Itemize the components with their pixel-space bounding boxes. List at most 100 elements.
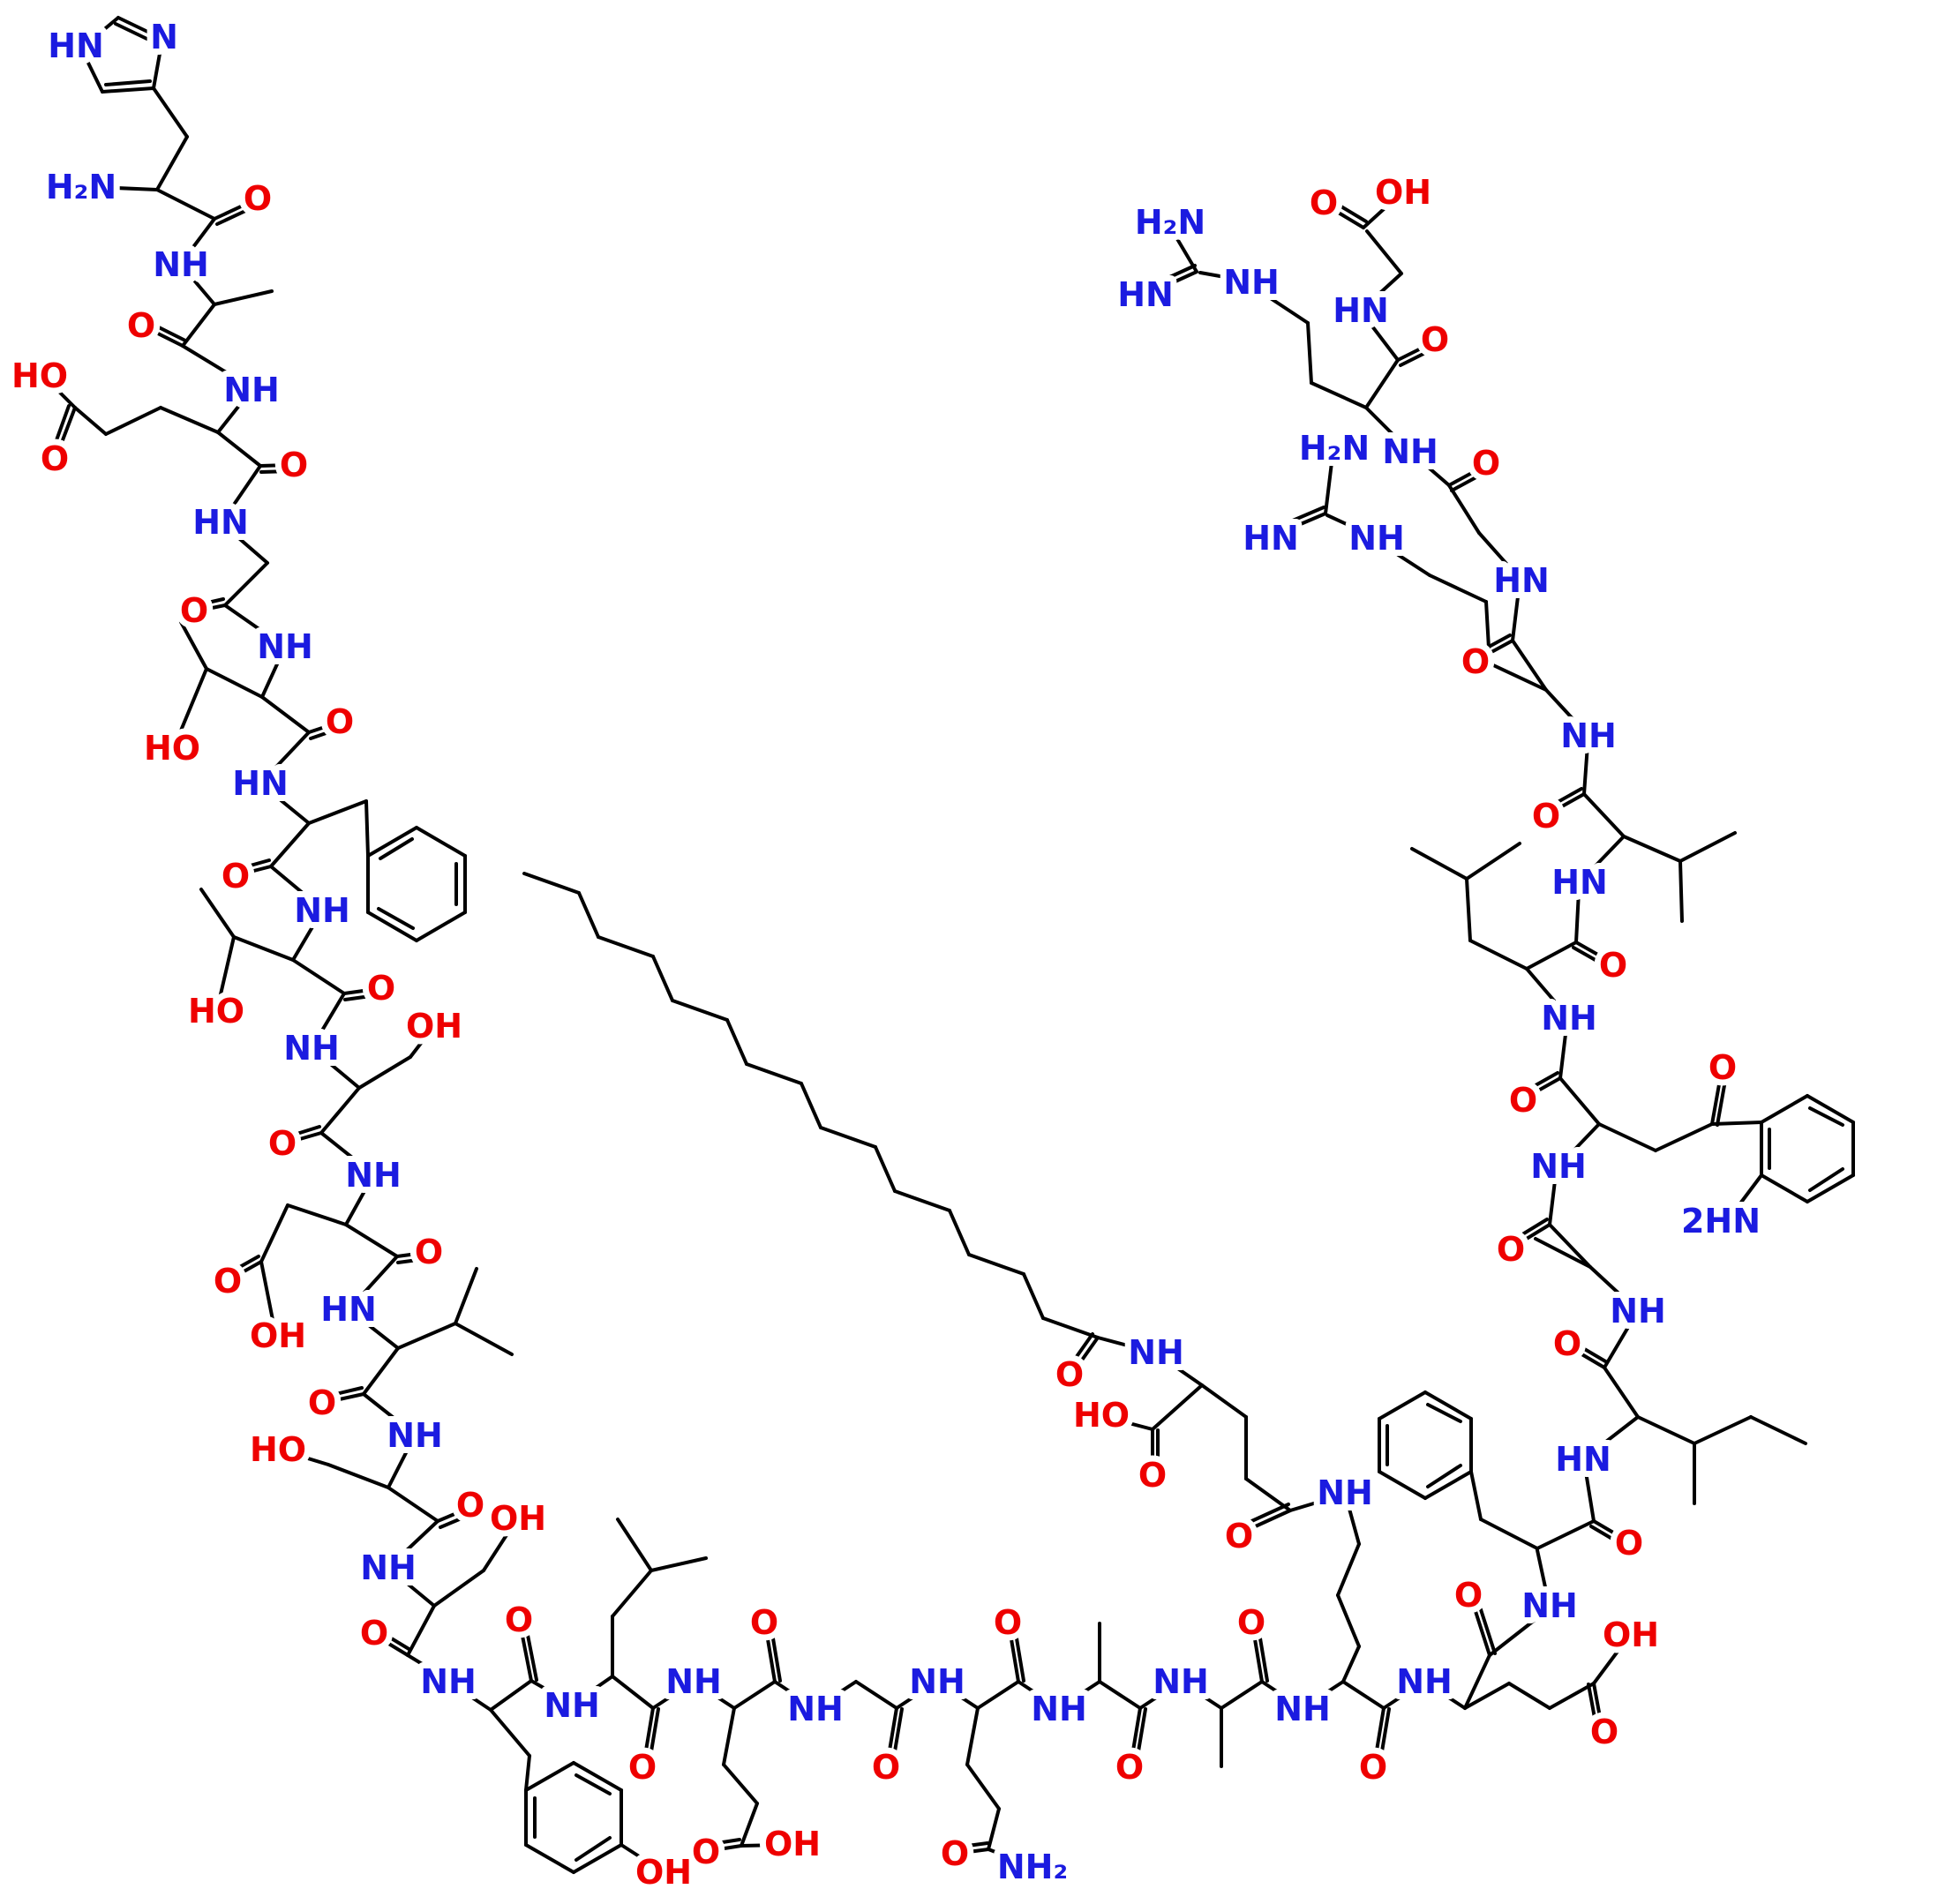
atom-label-nitrogen: NH	[223, 371, 280, 409]
atom-label-nitrogen: NH	[294, 891, 350, 930]
bond	[722, 1706, 736, 1766]
bond	[1678, 831, 1737, 863]
bond	[976, 1680, 1020, 1710]
bond	[291, 958, 346, 995]
bond	[1530, 1076, 1562, 1096]
bond	[1471, 1601, 1491, 1657]
bond	[1301, 1680, 1345, 1710]
atom-label-nitrogen: NH	[1274, 1690, 1331, 1728]
bond	[1710, 1073, 1723, 1126]
atom-label-nitrogen: NH	[360, 1548, 417, 1587]
atom-label-nitrogen: NH	[283, 1029, 340, 1068]
bond	[886, 1706, 898, 1763]
bond	[1536, 1519, 1596, 1550]
atom-label-oxygen: O	[456, 1486, 484, 1525]
bond	[1070, 1332, 1094, 1366]
bond	[223, 603, 282, 646]
bond	[344, 1173, 375, 1226]
atom-label-nitrogen: NH	[787, 1690, 844, 1728]
bond	[1557, 1122, 1601, 1168]
bond	[671, 999, 729, 1022]
bond	[1288, 1495, 1336, 1512]
atom-label-oxygen: OH	[1375, 173, 1431, 212]
bond	[1331, 207, 1365, 229]
atom-label-oxygen: O	[1532, 797, 1560, 836]
bond	[1096, 1336, 1149, 1353]
bond	[155, 188, 216, 221]
atom-label-nitrogen: NH	[153, 245, 209, 284]
bond	[489, 1708, 531, 1758]
bond	[223, 561, 269, 607]
bond	[216, 388, 253, 434]
bond	[219, 521, 269, 565]
atom-label-oxygen: O	[326, 702, 354, 741]
bond	[1592, 1640, 1626, 1685]
bond	[722, 1763, 759, 1805]
bond	[814, 1680, 858, 1710]
bond	[1597, 1122, 1657, 1152]
bond	[287, 1125, 321, 1138]
bond	[1636, 1415, 1696, 1445]
bond	[327, 1386, 364, 1398]
atom-label-nitrogen: HN	[232, 764, 289, 803]
bond	[764, 1627, 777, 1683]
bond	[262, 731, 311, 782]
bond	[396, 1257, 426, 1264]
bond	[1041, 1316, 1100, 1339]
atom-label-nitrogen: HN	[1493, 561, 1550, 600]
atom-label-oxygen: O	[41, 439, 69, 478]
atom-label-nitrogen: NH	[1128, 1333, 1184, 1372]
bond	[159, 406, 220, 434]
atom-label-oxygen: O	[692, 1833, 720, 1871]
bond	[1548, 1172, 1558, 1226]
bond	[1477, 531, 1523, 582]
bond	[222, 464, 262, 521]
bond	[1582, 743, 1589, 796]
bond	[215, 204, 259, 226]
bond	[1808, 1167, 1844, 1192]
atom-label-oxygen: O	[244, 179, 272, 218]
bond	[1380, 543, 1431, 577]
bond	[524, 1761, 575, 1792]
bond	[387, 1486, 439, 1523]
bond	[259, 463, 291, 468]
bond	[524, 1843, 575, 1874]
bond	[259, 1203, 289, 1263]
bond	[895, 1683, 935, 1710]
bond	[73, 406, 108, 436]
bond	[948, 1209, 971, 1256]
bond	[395, 1251, 425, 1258]
bond	[342, 987, 378, 995]
bond	[229, 1255, 260, 1274]
bond	[213, 199, 256, 221]
bond	[1260, 1680, 1300, 1707]
bond	[259, 1260, 276, 1331]
bond	[239, 858, 271, 870]
atom-label-oxygen: O	[222, 857, 250, 896]
bond	[1057, 1680, 1101, 1710]
atom-label-oxygen: O	[127, 306, 155, 345]
bond	[1525, 967, 1571, 1020]
bond	[415, 826, 467, 858]
bond	[1806, 1094, 1855, 1124]
atom-label-nitrogen: NH	[1541, 999, 1597, 1038]
bond	[482, 1524, 514, 1572]
bond	[364, 799, 370, 858]
atom-label-nitrogen: NH	[257, 627, 313, 666]
bond	[181, 344, 250, 387]
bond	[1548, 1223, 1592, 1269]
bond	[307, 799, 368, 825]
atom-label-nitrogen: NH	[665, 1662, 722, 1701]
bond	[1488, 1609, 1548, 1657]
bond	[874, 1145, 897, 1193]
bond	[1544, 688, 1590, 738]
bond	[260, 695, 311, 734]
atom-label-oxygen: OH	[635, 1853, 692, 1892]
bond	[1396, 343, 1430, 362]
bond	[51, 404, 71, 452]
bond	[1246, 1503, 1290, 1525]
bond	[1130, 1706, 1142, 1763]
bond	[1710, 1121, 1763, 1126]
atom-label-oxygen: O	[1472, 444, 1500, 483]
